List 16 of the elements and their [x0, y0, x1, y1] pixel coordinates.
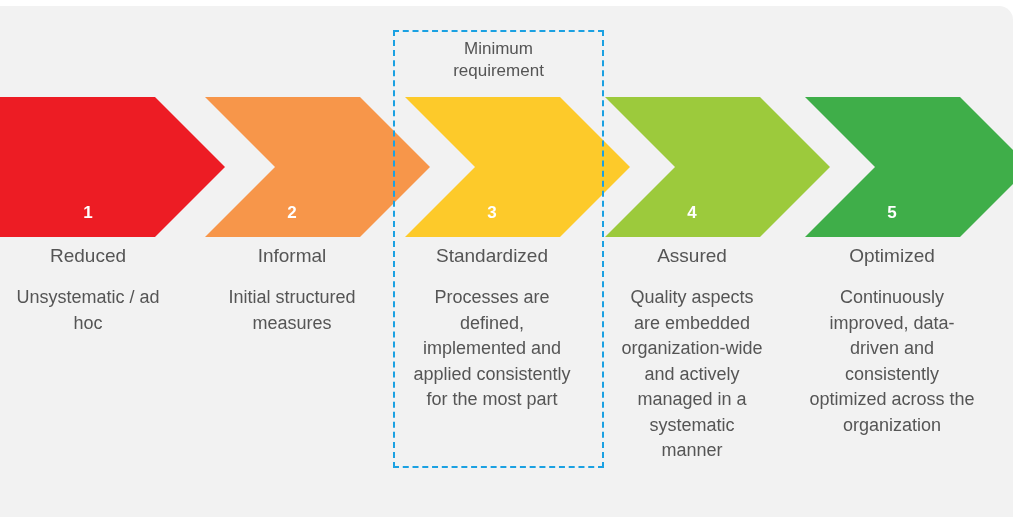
stage-description: Processes are defined, implemented and applied consistently for the most part: [412, 286, 572, 411]
frame-label: Minimum requirement: [452, 38, 545, 82]
stage-heading: Optimized: [849, 244, 935, 268]
stage-heading: Reduced: [49, 244, 127, 268]
step-number: 1: [83, 203, 93, 223]
step-number: 2: [287, 203, 297, 223]
stage-heading: Standardized: [436, 244, 548, 268]
stage-description: Unsystematic / ad hoc: [15, 286, 161, 335]
stage-description: Quality aspects are embedded organization-wide and actively managed in a systematic manner: [620, 286, 764, 462]
step-number: 3: [487, 203, 497, 223]
stage-description: Initial structured measures: [227, 286, 357, 335]
stage-heading: Assured: [657, 244, 727, 268]
stage-heading: Informal: [257, 244, 327, 268]
stage-description: Continuously improved, data-driven and consistently optimized across the organization: [808, 286, 976, 437]
step-number: 5: [887, 203, 897, 223]
step-number: 4: [687, 203, 697, 223]
